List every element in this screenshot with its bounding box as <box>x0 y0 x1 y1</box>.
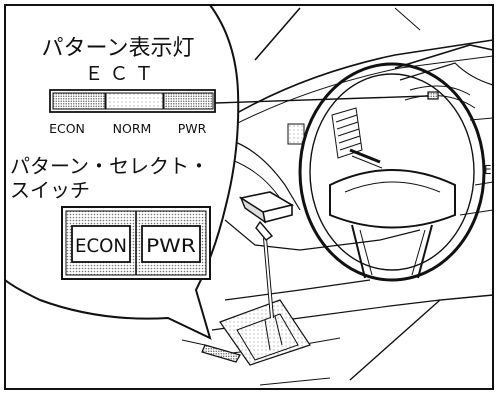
svg-text:E: E <box>484 163 492 177</box>
ect-indicator-on-dash <box>427 91 439 100</box>
switch-title-line2: スイッチ <box>10 178 90 202</box>
pwr-lamp-segment <box>163 92 214 110</box>
econ-lamp-segment <box>52 92 106 110</box>
pattern-indicator-lamp <box>49 89 216 113</box>
indicator-title: パターン表示灯 <box>42 36 195 61</box>
switch-title-line1: パターン・セレクト・ <box>10 154 209 178</box>
lamp-label-pwr: PWR <box>178 121 207 136</box>
pwr-button-label: PWR <box>146 235 196 257</box>
lamp-label-econ: ECON <box>49 121 85 136</box>
lamp-label-norm: NORM <box>113 121 152 136</box>
car-interior: E <box>181 7 494 386</box>
steering-wheel <box>298 62 486 282</box>
econ-button-label: ECON <box>75 235 127 257</box>
ect-label: ＥＣＴ <box>84 63 159 85</box>
callout-pointer-line <box>214 95 429 104</box>
norm-lamp-segment <box>105 92 164 110</box>
pwr-switch-button[interactable]: PWR <box>141 225 201 263</box>
econ-switch-button[interactable]: ECON <box>71 225 131 263</box>
